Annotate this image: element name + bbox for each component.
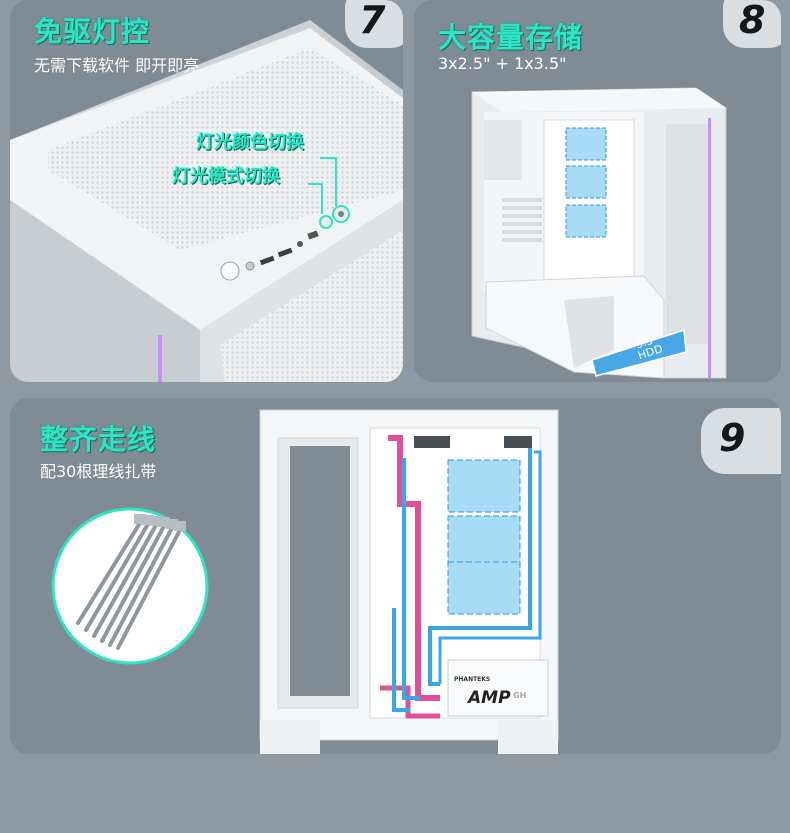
panel-title: 整齐走线 (40, 423, 157, 456)
callout-mode-switch: 灯光模式切换 (172, 166, 280, 187)
callout-color-switch: 灯光颜色切换 (196, 132, 304, 153)
step-number-badge: 8 (723, 0, 781, 48)
step-number: 7 (359, 0, 386, 42)
feature-panel-lighting-control: 7 免驱灯控 无需下载软件 即开即亮 灯光颜色切换 灯光模式切换 (10, 0, 403, 382)
psu-brand-label: PHANTEKS (454, 676, 491, 683)
panel-subtitle: 配30根理线扎带 (40, 462, 157, 481)
psu-model-suffix: GH (513, 691, 527, 700)
case-top-illustration (10, 20, 403, 382)
cable-routing-illustration (51, 409, 559, 754)
step-number-badge: 7 (345, 0, 403, 48)
feature-panel-storage: 3.5" HDD 8 大容量存储 3x2.5" + 1x3.5" (414, 0, 781, 382)
psu-model-label: AMP (468, 688, 511, 708)
feature-panel-cable-management: 9 整齐走线 配30根理线扎带 (10, 398, 781, 754)
case-interior-illustration (471, 87, 727, 379)
step-number: 9 (719, 416, 746, 460)
panel-title: 大容量存储 (438, 21, 584, 54)
step-number: 8 (739, 0, 766, 42)
step-number-badge: 9 (701, 408, 781, 474)
panel-subtitle: 3x2.5" + 1x3.5" (438, 54, 567, 73)
panel-subtitle: 无需下载软件 即开即亮 (34, 56, 200, 75)
panel-title: 免驱灯控 (34, 15, 151, 48)
